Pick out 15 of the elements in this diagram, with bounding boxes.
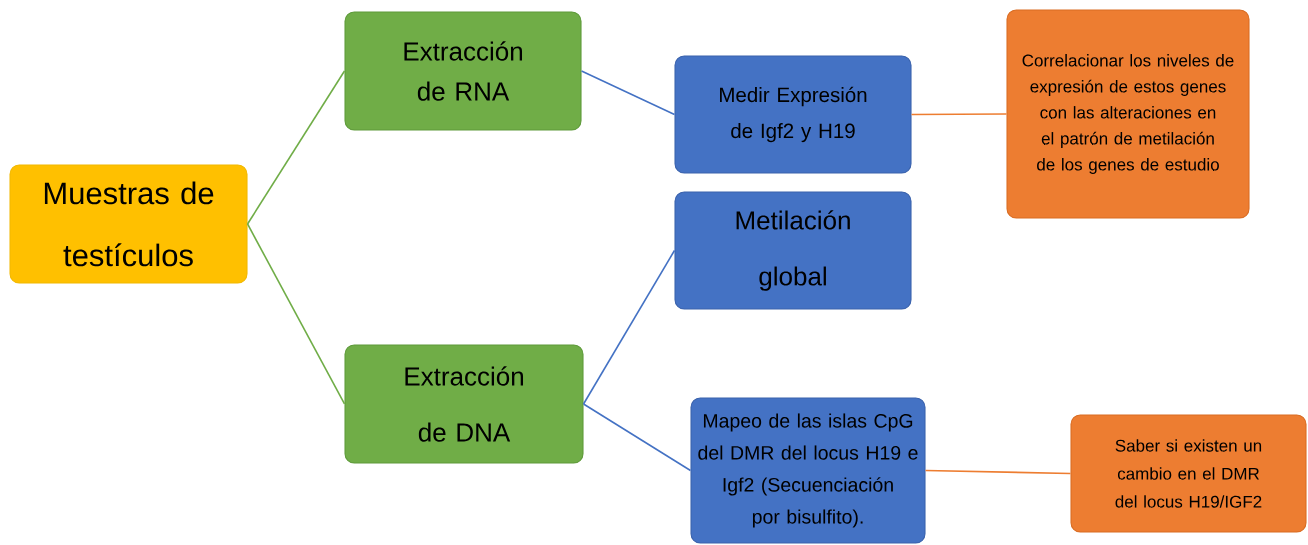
- connector-line: [246, 70, 346, 225]
- process-box: Mapeo de las islas CpG del DMR del locus H19 e Igf2 (Secuenciación por bisulfito).: [690, 397, 926, 544]
- connector-line: [582, 249, 676, 405]
- connector-line: [910, 113, 1008, 116]
- process-box: Muestras de testículos: [9, 164, 248, 284]
- process-box: Medir Expresión de Igf2 y H19: [674, 55, 912, 174]
- process-box: Saber si existen un cambio en el DMR del locus H19/IGF2: [1070, 414, 1307, 533]
- process-box: Extracción de RNA: [344, 11, 582, 131]
- connector-line: [924, 469, 1072, 475]
- process-box: Metilación global: [674, 191, 912, 310]
- process-box: Extracción de DNA: [344, 344, 584, 464]
- process-box: Correlacionar los niveles de expresión de estos genes con las alteraciones en el patrón de metilación de los genes de estudio: [1006, 9, 1250, 219]
- connector-line: [580, 70, 676, 116]
- connector-line: [582, 403, 692, 472]
- connector-line: [246, 223, 346, 405]
